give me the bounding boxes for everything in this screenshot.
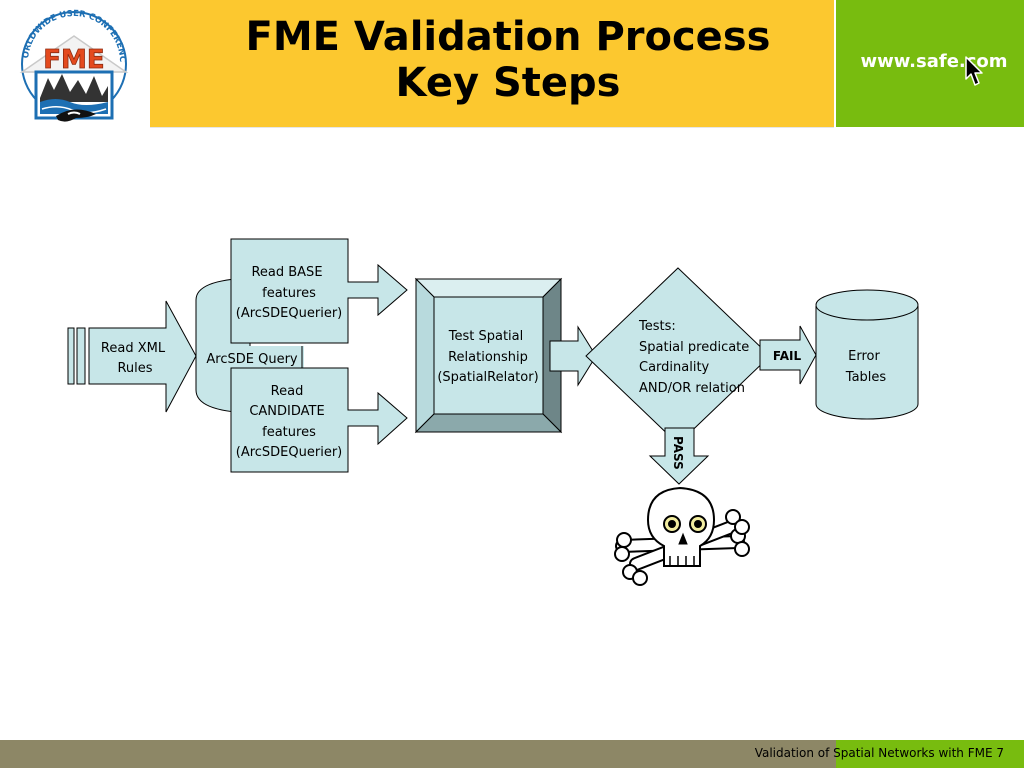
read-candidate-label-line-2: CANDIDATE bbox=[249, 404, 324, 419]
tests-label-line-3: Cardinality bbox=[639, 360, 710, 375]
error-tables-label-line-1: Error bbox=[848, 349, 880, 364]
mouse-cursor-icon bbox=[965, 56, 983, 86]
pass-label: PASS bbox=[671, 436, 685, 470]
footer-green-panel bbox=[836, 740, 1024, 768]
pass-arrow: PASS bbox=[648, 427, 710, 485]
read-candidate-label-line-1: Read bbox=[271, 384, 304, 399]
test-spatial-label-line-1: Test Spatial bbox=[448, 329, 524, 344]
tests-label-line-4: AND/OR relation bbox=[639, 381, 745, 396]
tests-label-line-2: Spatial predicate bbox=[639, 340, 749, 355]
title-line-2: Key Steps bbox=[395, 60, 621, 106]
fail-label: FAIL bbox=[773, 349, 802, 363]
tests-decision-diamond: Tests: Spatial predicate Cardinality AND… bbox=[585, 267, 771, 445]
test-spatial-relationship-box: Test Spatial Relationship (SpatialRelato… bbox=[414, 277, 563, 434]
skull-and-crossbones-icon bbox=[614, 486, 750, 586]
read-candidate-label-line-3: features bbox=[262, 425, 316, 440]
footer-text: Validation of Spatial Networks with FME … bbox=[754, 746, 1004, 760]
arcsde-query-label: ArcSDE Query bbox=[206, 352, 298, 367]
url-panel bbox=[836, 0, 1024, 127]
logo-letters: FME bbox=[43, 45, 104, 75]
arrow-to-tests bbox=[549, 325, 597, 387]
read-base-features-shape: Read BASE features (ArcSDEQuerier) bbox=[230, 238, 408, 344]
title-panel bbox=[150, 0, 834, 128]
read-base-label-line-3: (ArcSDEQuerier) bbox=[236, 306, 343, 321]
read-candidate-label-line-4: (ArcSDEQuerier) bbox=[236, 445, 343, 460]
test-spatial-label-line-2: Relationship bbox=[448, 350, 528, 365]
fail-arrow: FAIL bbox=[759, 325, 817, 385]
header-divider bbox=[834, 0, 836, 127]
title-line-1: FME Validation Process bbox=[245, 14, 771, 60]
read-candidate-features-shape: Read CANDIDATE features (ArcSDEQuerier) bbox=[230, 367, 408, 473]
slide-title: FME Validation Process Key Steps bbox=[190, 14, 826, 106]
error-tables-label-line-2: Tables bbox=[845, 370, 887, 385]
error-tables-cylinder: Error Tables bbox=[815, 289, 919, 420]
read-xml-label-line-1: Read XML bbox=[101, 341, 166, 356]
read-base-label-line-1: Read BASE bbox=[251, 265, 322, 280]
fme-conference-logo: WORLDWIDE USER CONFERENCE FME bbox=[10, 6, 129, 122]
read-base-label-line-2: features bbox=[262, 286, 316, 301]
read-xml-label-line-2: Rules bbox=[117, 361, 152, 376]
tests-label-line-1: Tests: bbox=[638, 319, 676, 334]
read-xml-rules-shape: Read XML Rules bbox=[67, 300, 197, 413]
test-spatial-label-line-3: (SpatialRelator) bbox=[437, 370, 538, 385]
